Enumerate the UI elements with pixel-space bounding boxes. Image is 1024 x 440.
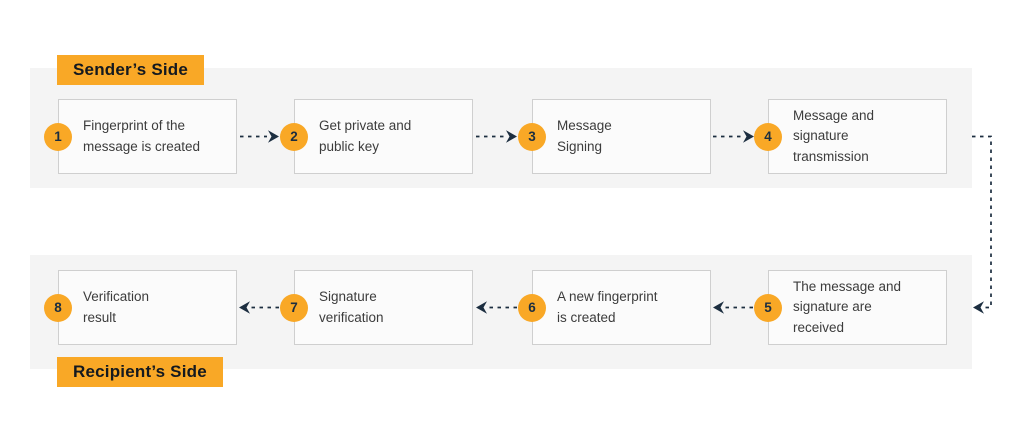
- step-box-5: 5 The message and signature are received: [754, 270, 947, 345]
- step-box-3: 3 Message Signing: [518, 99, 711, 174]
- step-text: Signature verification: [319, 289, 384, 325]
- step-text: Message and signature transmission: [793, 108, 875, 164]
- connector-line: [972, 135, 992, 309]
- sender-side-label: Sender’s Side: [57, 55, 205, 85]
- step-number-badge: 5: [754, 293, 782, 322]
- step-number-badge: 1: [44, 122, 72, 151]
- step-number-badge: 7: [280, 293, 308, 322]
- step-box-6: 6 A new fingerprint is created: [518, 270, 711, 345]
- step-text: Verification result: [83, 289, 150, 325]
- arrow-left-icon: [973, 301, 984, 314]
- recipient-side-label: Recipient’s Side: [57, 357, 223, 387]
- step-text: The message and signature are received: [793, 279, 902, 335]
- step-number-badge: 6: [518, 293, 546, 322]
- step-number-badge: 2: [280, 122, 308, 151]
- step-box-7: 7 Signature verification: [280, 270, 473, 345]
- step-text: A new fingerprint is created: [557, 289, 658, 325]
- step-number-badge: 4: [754, 122, 782, 151]
- step-text: Message Signing: [557, 118, 612, 154]
- step-box-1: 1 Fingerprint of the message is created: [44, 99, 237, 174]
- step-box-4: 4 Message and signature transmission: [754, 99, 947, 174]
- step-number-badge: 3: [518, 122, 546, 151]
- step-text: Fingerprint of the message is created: [83, 118, 201, 154]
- step-box-8: 8 Verification result: [44, 270, 237, 345]
- step-box-2: 2 Get private and public key: [280, 99, 473, 174]
- step-text: Get private and public key: [319, 118, 412, 154]
- step-number-badge: 8: [44, 293, 72, 322]
